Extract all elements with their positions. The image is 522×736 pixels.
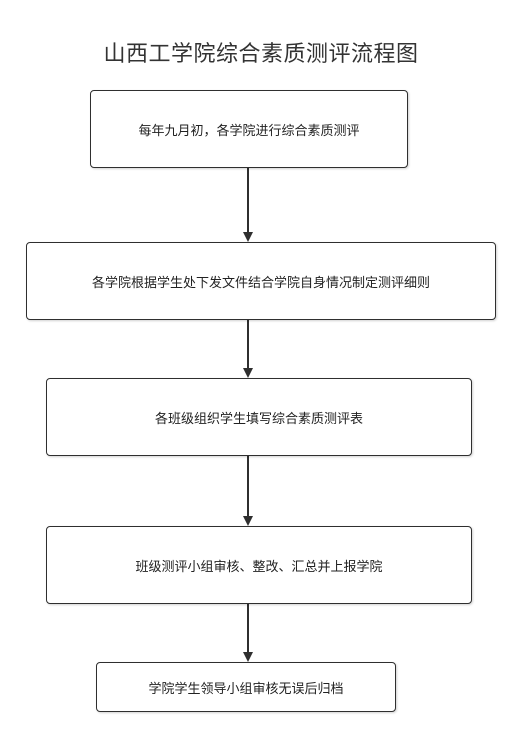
step-label-5: 学院学生领导小组审核无误后归档 bbox=[148, 681, 344, 697]
step-label-4: 班级测评小组审核、整改、汇总并上报学院 bbox=[135, 559, 383, 575]
step-box-1: 每年九月初，各学院进行综合素质测评 bbox=[90, 90, 408, 168]
step-box-2: 各学院根据学生处下发文件结合学院自身情况制定测评细则 bbox=[26, 242, 496, 320]
step-label-2: 各学院根据学生处下发文件结合学院自身情况制定测评细则 bbox=[91, 275, 430, 291]
step-label-3: 各班级组织学生填写综合素质测评表 bbox=[154, 411, 363, 427]
step-label-1: 每年九月初，各学院进行综合素质测评 bbox=[138, 123, 360, 139]
step-box-3: 各班级组织学生填写综合素质测评表 bbox=[46, 378, 472, 456]
step-box-4: 班级测评小组审核、整改、汇总并上报学院 bbox=[46, 526, 472, 604]
flowchart-title: 山西工学院综合素质测评流程图 bbox=[103, 42, 419, 67]
step-box-5: 学院学生领导小组审核无误后归档 bbox=[96, 662, 396, 712]
